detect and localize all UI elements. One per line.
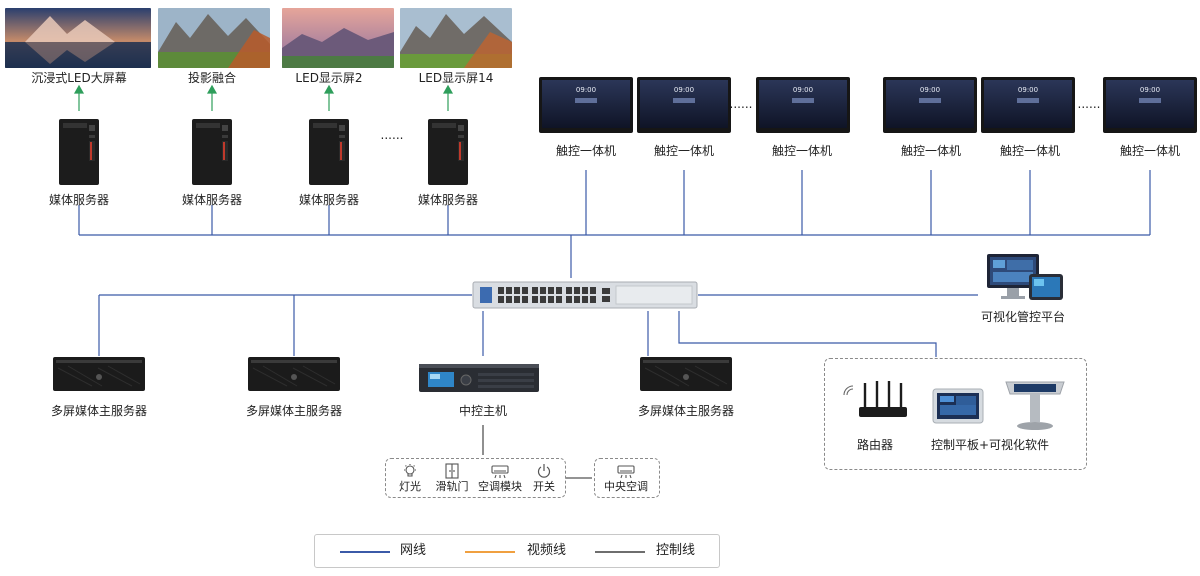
power-icon [536, 463, 552, 483]
ac-module-icon [491, 464, 509, 483]
touch-panel-screen: 09:00 [539, 77, 633, 133]
media-server-label: 媒体服务器 [48, 193, 110, 207]
router-device [843, 379, 913, 425]
router-label: 路由器 [856, 438, 894, 452]
touch-panel-screen: 09:00 [883, 77, 977, 133]
multi-server-label: 多屏媒体主服务器 [245, 404, 343, 418]
server-ellipsis: ...... [380, 128, 404, 142]
media-server-label: 媒体服务器 [181, 193, 243, 207]
central-controller-label: 中控主机 [458, 404, 508, 418]
legend-label: 视频线 [527, 543, 567, 558]
touch-panel-time: 09:00 [792, 86, 814, 94]
legend-line-video [465, 551, 515, 553]
visual-platform-label: 可视化管控平台 [980, 310, 1066, 324]
central-controller-device [418, 361, 540, 395]
legend-label: 控制线 [656, 543, 696, 558]
touch-panel-label: 触控一体机 [900, 144, 962, 158]
ac-icon [617, 464, 635, 483]
device-label: 开关 [533, 480, 555, 493]
touch-panel-time: 09:00 [1017, 86, 1039, 94]
media-server-tower [190, 117, 234, 187]
touch-panel-screen: 09:00 [1103, 77, 1197, 133]
media-server-tower [57, 117, 101, 187]
touch-ellipsis: ...... [729, 97, 753, 111]
touch-panel-time: 09:00 [575, 86, 597, 94]
legend-line-network [340, 551, 390, 553]
touch-panel-label: 触控一体机 [999, 144, 1061, 158]
sliding-door-icon [444, 463, 460, 483]
touch-panel-screen: 09:00 [637, 77, 731, 133]
display-label: 投影融合 [187, 71, 237, 85]
multi-server-chassis [247, 356, 341, 392]
legend: 网线 视频线 控制线 [314, 534, 720, 568]
display-label: 沉浸式LED大屏幕 [31, 71, 127, 85]
touch-panel-label: 触控一体机 [555, 144, 617, 158]
device-label: 滑轨门 [435, 480, 469, 493]
wireless-control-group [824, 358, 1087, 470]
device-label: 空调模块 [478, 480, 522, 493]
legend-line-control [595, 551, 645, 553]
display-thumb-led2 [282, 8, 394, 68]
touch-panel-time: 09:00 [673, 86, 695, 94]
media-server-label: 媒体服务器 [417, 193, 479, 207]
touch-panel-time: 09:00 [1139, 86, 1161, 94]
display-thumb-immersive-led [5, 8, 151, 68]
touch-panel-label: 触控一体机 [653, 144, 715, 158]
control-console-device [1002, 376, 1068, 432]
touch-panel-label: 触控一体机 [1119, 144, 1181, 158]
multi-server-chassis [639, 356, 733, 392]
multi-server-label: 多屏媒体主服务器 [637, 404, 735, 418]
control-tablet-device [932, 387, 986, 427]
display-thumb-led14 [400, 8, 512, 68]
media-server-label: 媒体服务器 [298, 193, 360, 207]
bulb-icon [402, 463, 418, 483]
touch-panel-screen: 09:00 [756, 77, 850, 133]
legend-label: 网线 [400, 543, 427, 558]
control-tablet-label: 控制平板+可视化软件 [930, 438, 1050, 452]
multi-server-chassis [52, 356, 146, 392]
touch-panel-time: 09:00 [919, 86, 941, 94]
media-server-tower [426, 117, 470, 187]
central-ac-label: 中央空调 [604, 480, 648, 493]
controlled-devices-group [385, 458, 566, 498]
central-ac-group [594, 458, 660, 498]
touch-panel-label: 触控一体机 [771, 144, 833, 158]
display-label: LED显示屏14 [418, 71, 494, 85]
network-switch [472, 280, 698, 310]
touch-panel-screen: 09:00 [981, 77, 1075, 133]
visual-platform-devices [985, 252, 1065, 304]
display-thumb-projection [158, 8, 270, 68]
device-label: 灯光 [399, 480, 421, 493]
display-label: LED显示屏2 [295, 71, 363, 85]
touch-ellipsis: ...... [1077, 97, 1101, 111]
multi-server-label: 多屏媒体主服务器 [50, 404, 148, 418]
media-server-tower [307, 117, 351, 187]
